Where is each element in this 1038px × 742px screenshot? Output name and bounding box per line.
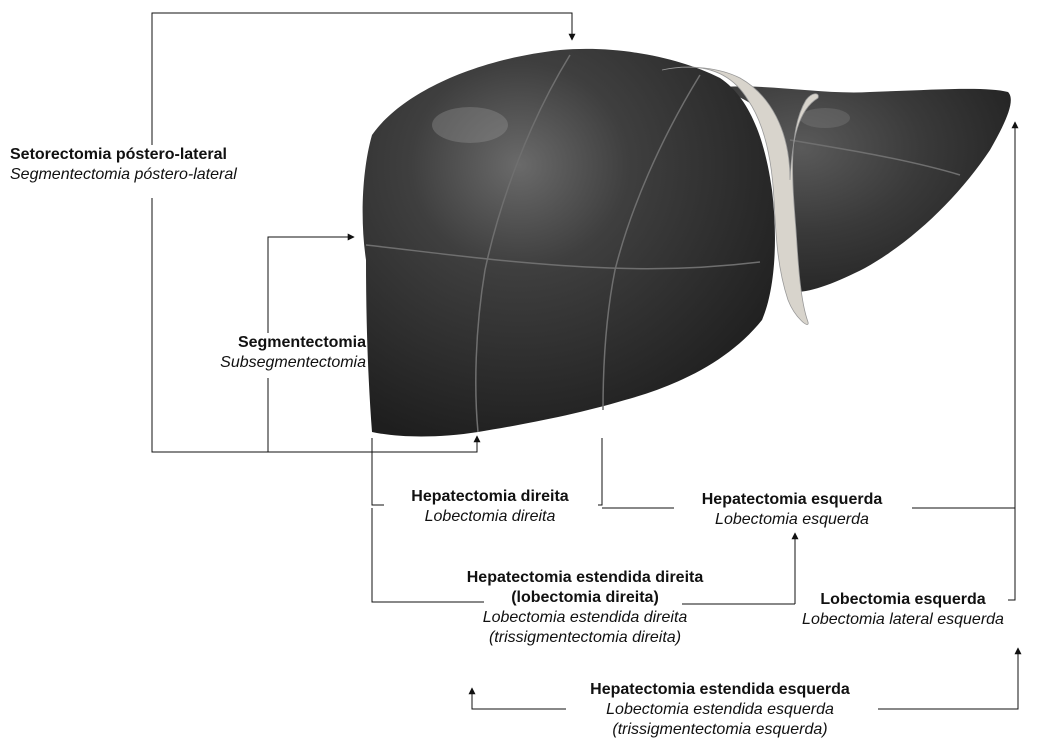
liver-right-lobe [363,49,775,437]
label-hep-esquerda-italic: Lobectomia esquerda [668,510,916,530]
label-segmentectomia-bold: Segmentectomia [170,333,366,353]
label-lob-esquerda-italic: Lobectomia lateral esquerda [770,610,1036,630]
label-hep-est-esquerda-bold: Hepatectomia estendida esquerda [540,680,900,700]
label-hep-est-direita-bold1: Hepatectomia estendida direita [420,568,750,588]
label-setorectomia-italic: Segmentectomia póstero-lateral [10,165,237,185]
liver-highlight [432,107,508,143]
label-hep-direita-bold: Hepatectomia direita [380,487,600,507]
label-setorectomia-bold: Setorectomia póstero-lateral [10,145,237,165]
label-hepatectomia-esquerda: Hepatectomia esquerda Lobectomia esquerd… [668,490,916,530]
label-lobectomia-esquerda: Lobectomia esquerda Lobectomia lateral e… [770,590,1036,630]
label-setorectomia: Setorectomia póstero-lateral Segmentecto… [10,145,237,185]
label-hep-est-direita-bold2: (lobectomia direita) [420,588,750,608]
label-hep-direita-italic: Lobectomia direita [380,507,600,527]
label-hep-est-esquerda-italic1: Lobectomia estendida esquerda [540,700,900,720]
label-hepatectomia-estendida-esquerda: Hepatectomia estendida esquerda Lobectom… [540,680,900,740]
label-hep-est-esquerda-italic2: (trissigmentectomia esquerda) [540,720,900,740]
label-segmentectomia: Segmentectomia Subsegmentectomia [170,333,366,373]
liver-highlight-left [800,108,850,128]
label-lob-esquerda-bold: Lobectomia esquerda [770,590,1036,610]
label-segmentectomia-italic: Subsegmentectomia [170,353,366,373]
label-hepatectomia-direita: Hepatectomia direita Lobectomia direita [380,487,600,527]
label-hepatectomia-estendida-direita: Hepatectomia estendida direita (lobectom… [420,568,750,648]
label-hep-est-direita-italic2: (trissigmentectomia direita) [420,628,750,648]
label-hep-est-direita-italic1: Lobectomia estendida direita [420,608,750,628]
label-hep-esquerda-bold: Hepatectomia esquerda [668,490,916,510]
